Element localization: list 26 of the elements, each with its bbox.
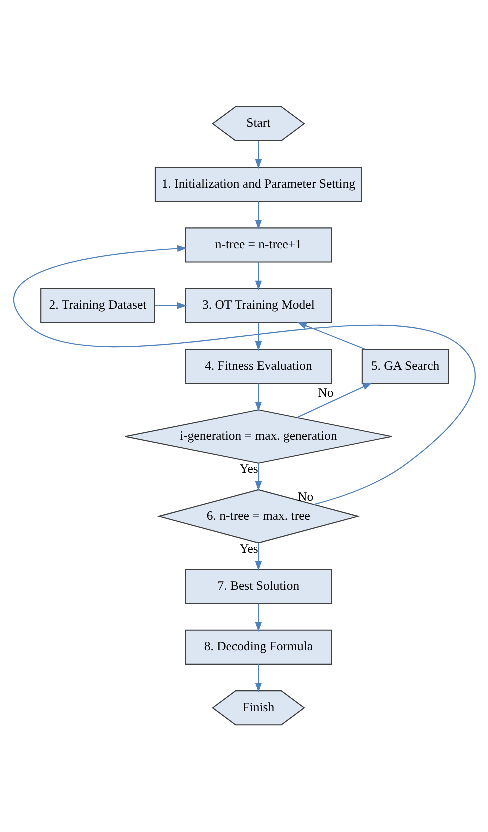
edge-label: Yes: [239, 542, 258, 556]
node-box: 8. Decoding Formula: [184, 630, 332, 665]
node-box: 3. OT Training Model: [184, 288, 332, 324]
arrow: [254, 140, 262, 170]
node-box: 1. Initialization and Parameter Setting: [154, 167, 362, 202]
node-box: n-tree = n-tree+1: [184, 228, 332, 263]
arrow: [254, 262, 262, 290]
node-box: 4. Fitness Evaluation: [184, 348, 332, 384]
node-box: 2. Training Dataset: [40, 288, 155, 324]
node-box: 5. GA Search: [361, 348, 449, 384]
arrow: [254, 604, 262, 632]
arrow: [254, 202, 262, 230]
node-diamond: i-generation = max. generation: [124, 410, 392, 464]
arrow: [254, 464, 262, 492]
arrow: [154, 302, 187, 310]
arrow: [254, 543, 262, 572]
edge-label: No: [298, 490, 314, 504]
edge-label: Yes: [239, 462, 258, 476]
node-box: 7. Best Solution: [184, 569, 332, 604]
arrow: [254, 664, 262, 693]
arrow: [254, 322, 262, 352]
arrow: [254, 384, 262, 412]
edge-label: No: [318, 386, 334, 400]
arrow: [296, 382, 372, 418]
arrow: [13, 245, 475, 506]
arrow: [296, 322, 366, 350]
